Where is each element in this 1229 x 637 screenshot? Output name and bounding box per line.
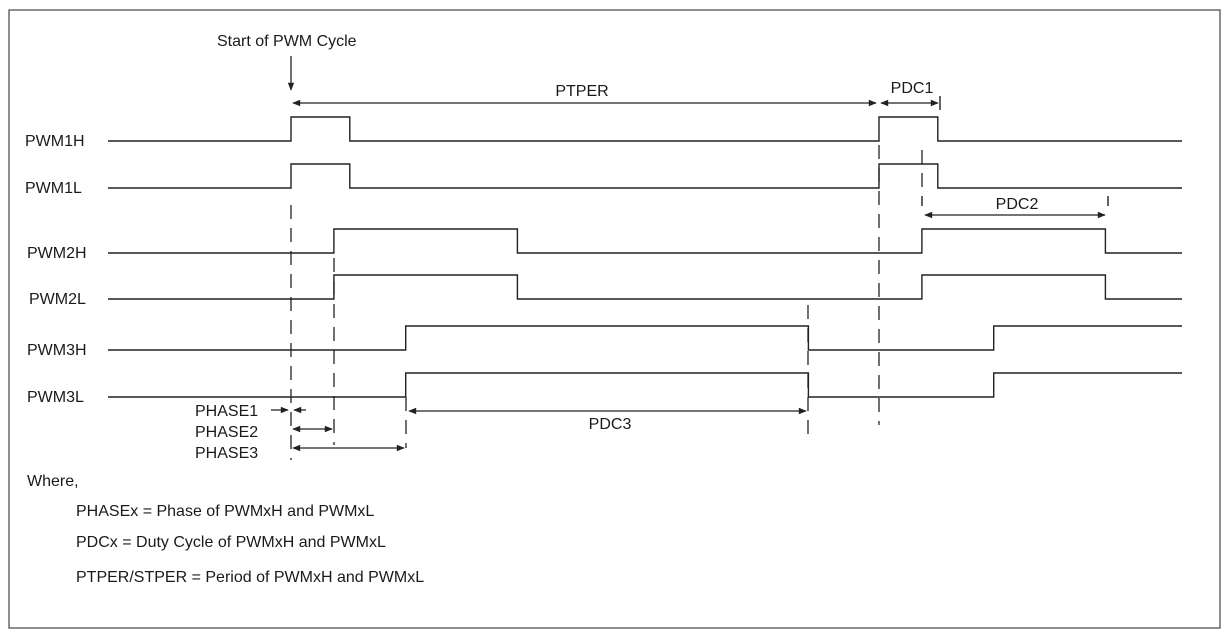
signal-trace-pwm3h bbox=[108, 325, 1182, 351]
ptper-label: PTPER bbox=[555, 83, 608, 100]
signal-trace-pwm1h bbox=[108, 116, 1182, 142]
pdc2-label: PDC2 bbox=[996, 196, 1039, 213]
signal-label-pwm1h: PWM1H bbox=[25, 133, 85, 150]
legend-where: Where, bbox=[27, 473, 79, 490]
phase2-label: PHASE2 bbox=[195, 424, 258, 441]
legend-line-phase: PHASEx = Phase of PWMxH and PWMxL bbox=[76, 503, 374, 520]
signal-label-pwm2l: PWM2L bbox=[29, 291, 86, 308]
phase3-label: PHASE3 bbox=[195, 445, 258, 462]
phase1-label: PHASE1 bbox=[195, 403, 258, 420]
pdc3-label: PDC3 bbox=[589, 416, 632, 433]
start-of-cycle-label: Start of PWM Cycle bbox=[217, 33, 357, 50]
figure-border bbox=[8, 9, 1221, 629]
signal-trace-pwm2h bbox=[108, 228, 1182, 254]
legend-line-pdc: PDCx = Duty Cycle of PWMxH and PWMxL bbox=[76, 534, 386, 551]
signal-label-pwm3l: PWM3L bbox=[27, 389, 84, 406]
legend-line-ptper: PTPER/STPER = Period of PWMxH and PWMxL bbox=[76, 569, 424, 586]
signal-label-pwm2h: PWM2H bbox=[27, 245, 87, 262]
signal-traces: PWM1H PWM1L PWM2H PWM2L PWM3H PWM3L bbox=[25, 116, 1182, 406]
signal-label-pwm3h: PWM3H bbox=[27, 342, 87, 359]
signal-label-pwm1l: PWM1L bbox=[25, 180, 82, 197]
signal-trace-pwm2l bbox=[108, 274, 1182, 300]
signal-trace-pwm1l bbox=[108, 163, 1182, 189]
signal-trace-pwm3l bbox=[108, 372, 1182, 398]
pdc1-label: PDC1 bbox=[891, 80, 934, 97]
